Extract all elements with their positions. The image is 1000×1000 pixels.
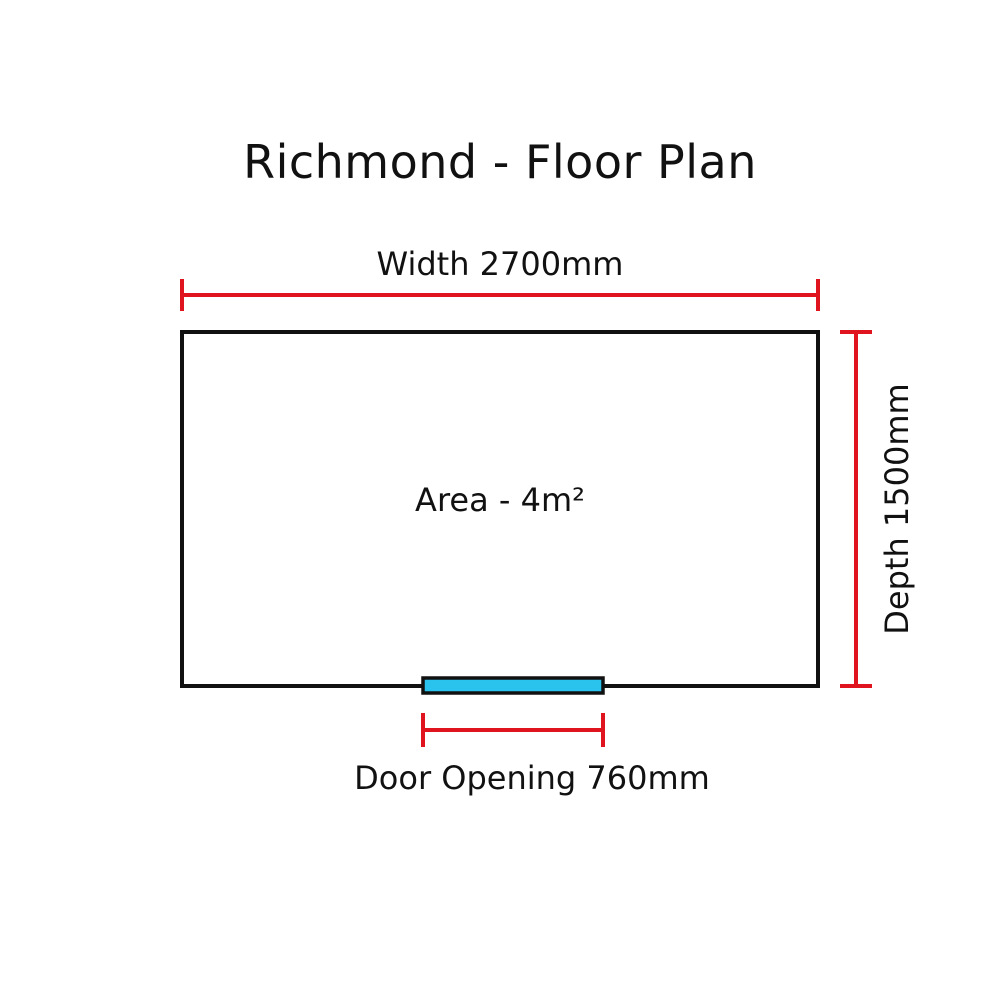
door-dimension-line bbox=[421, 713, 605, 747]
depth-label: Depth 1500mm bbox=[878, 383, 916, 635]
width-dimension-line bbox=[180, 279, 820, 311]
area-label: Area - 4m² bbox=[415, 481, 585, 519]
diagram-title: Richmond - Floor Plan bbox=[243, 135, 757, 189]
door-opening-label: Door Opening 760mm bbox=[354, 759, 710, 797]
depth-dimension-line bbox=[840, 330, 872, 688]
width-label: Width 2700mm bbox=[376, 245, 624, 283]
door-opening bbox=[421, 676, 605, 695]
